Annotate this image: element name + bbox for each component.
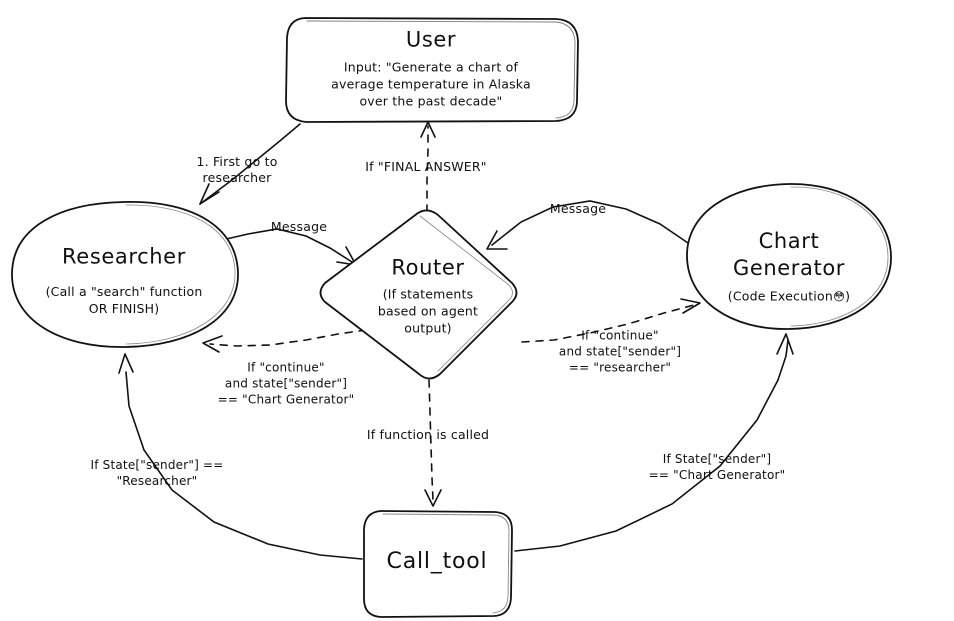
edge-router-to-user: [420, 121, 436, 213]
node-user-title: User: [405, 27, 457, 52]
edge-calltool-to-chartgen: [514, 333, 794, 552]
edge-label-router-to-user: If "FINAL ANSWER": [365, 158, 487, 174]
node-router[interactable]: [319, 209, 518, 380]
edge-label-router-to-calltool: If function is called: [366, 426, 490, 442]
node-call-tool-title: Call_tool: [386, 548, 488, 574]
edge-label-user-to-researcher: 1. First go to researcher: [196, 153, 278, 185]
edge-label-calltool-to-researcher: If State["sender"] == "Researcher": [90, 458, 224, 488]
node-router-title: Router: [391, 255, 465, 280]
node-researcher[interactable]: [11, 201, 239, 348]
node-user-detail: Input: "Generate a chart of average temp…: [331, 59, 531, 109]
node-chart-generator[interactable]: [686, 183, 892, 330]
flushed-face-emoji: 😳: [832, 289, 846, 304]
node-chart-generator-title: Chart Generator: [732, 229, 846, 280]
chart-generator-detail-suffix: ): [845, 288, 851, 304]
chart-generator-detail-prefix: (Code Execution: [727, 288, 833, 304]
node-router-detail: (If statements based on agent output): [377, 286, 479, 336]
node-chart-generator-detail: (Code Execution😳): [728, 289, 850, 306]
edge-calltool-to-researcher: [118, 353, 363, 560]
edge-router-to-researcher: [202, 329, 367, 353]
node-user[interactable]: [285, 17, 579, 123]
edge-router-to-calltool: [424, 379, 442, 507]
edge-router-to-chartgen: [521, 298, 701, 343]
edge-label-router-to-researcher: If "continue" and state["sender"] == "Ch…: [217, 360, 355, 406]
edge-label-router-to-chartgen: If "continue" and state["sender"] == "re…: [558, 328, 682, 374]
edge-label-chartgen-to-router: Message: [549, 200, 607, 216]
edge-label-researcher-to-router: Message: [270, 218, 328, 234]
edge-chartgen-to-router: [486, 200, 689, 250]
node-researcher-detail: (Call a "search" function OR FINISH): [45, 284, 203, 316]
edge-user-to-researcher: [199, 123, 301, 205]
edge-label-calltool-to-chartgen: If State["sender"] == "Chart Generator": [648, 452, 786, 482]
node-researcher-title: Researcher: [62, 244, 186, 269]
node-call-tool[interactable]: [363, 510, 513, 618]
